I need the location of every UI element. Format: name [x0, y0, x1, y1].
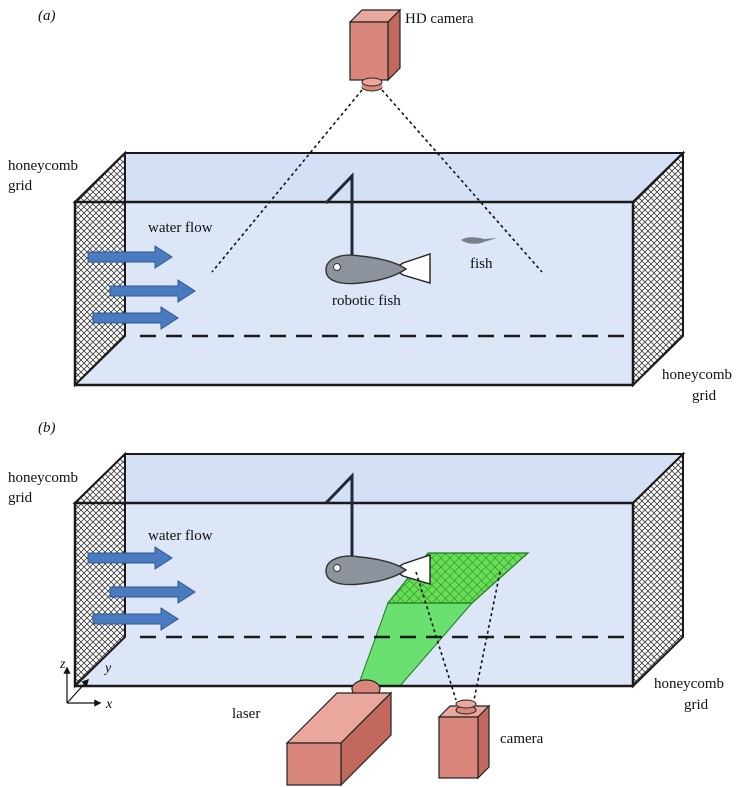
- panel-b-label: (b): [38, 420, 56, 436]
- honeycomb-label-right-a-2: grid: [692, 388, 717, 404]
- water-flow-label-b: water flow: [148, 528, 213, 544]
- tank-top-face-b: [72, 453, 686, 504]
- tank-outline: [73, 200, 635, 387]
- axis-z-label: z: [59, 657, 66, 672]
- coordinate-axes: [63, 666, 102, 707]
- honeycomb-label-left-b-1: honeycomb: [8, 470, 78, 486]
- honeycomb-label-right-b-2: grid: [684, 697, 709, 713]
- camera-label: camera: [500, 731, 544, 747]
- honeycomb-label-left-a-1: honeycomb: [8, 158, 78, 174]
- robotic-fish-label: robotic fish: [332, 293, 401, 309]
- laser-label: laser: [232, 706, 260, 722]
- hd-camera: [348, 8, 402, 92]
- robotic-fish-b: [324, 472, 431, 586]
- water-flow-arrows: [87, 245, 196, 330]
- axis-y-label: y: [103, 661, 112, 676]
- camera-b-view-right: [473, 571, 501, 701]
- panel-a-label: (a): [38, 8, 56, 24]
- fish-label: fish: [470, 256, 493, 272]
- water-flow-label-a: water flow: [148, 220, 213, 236]
- hd-camera-label: HD camera: [405, 11, 474, 27]
- honeycomb-label-left-b-2: grid: [8, 490, 33, 506]
- laser-device: [285, 679, 393, 787]
- camera-b-view-left: [415, 571, 457, 701]
- tank-top-face: [72, 152, 686, 203]
- water-flow-arrows-b: [87, 546, 196, 631]
- robotic-fish-a: [324, 172, 431, 285]
- fish-shape: [461, 237, 497, 244]
- view-line-right: [381, 89, 543, 273]
- honeycomb-label-right-b-1: honeycomb: [654, 676, 724, 692]
- panel-a: (a) HD camera water flow: [8, 8, 732, 404]
- honeycomb-label-left-a-2: grid: [8, 178, 33, 194]
- axis-x-label: x: [105, 697, 113, 712]
- panel-b: (b) water flow: [8, 420, 724, 787]
- honeycomb-label-right-a-1: honeycomb: [662, 367, 732, 383]
- camera-device: [437, 699, 491, 780]
